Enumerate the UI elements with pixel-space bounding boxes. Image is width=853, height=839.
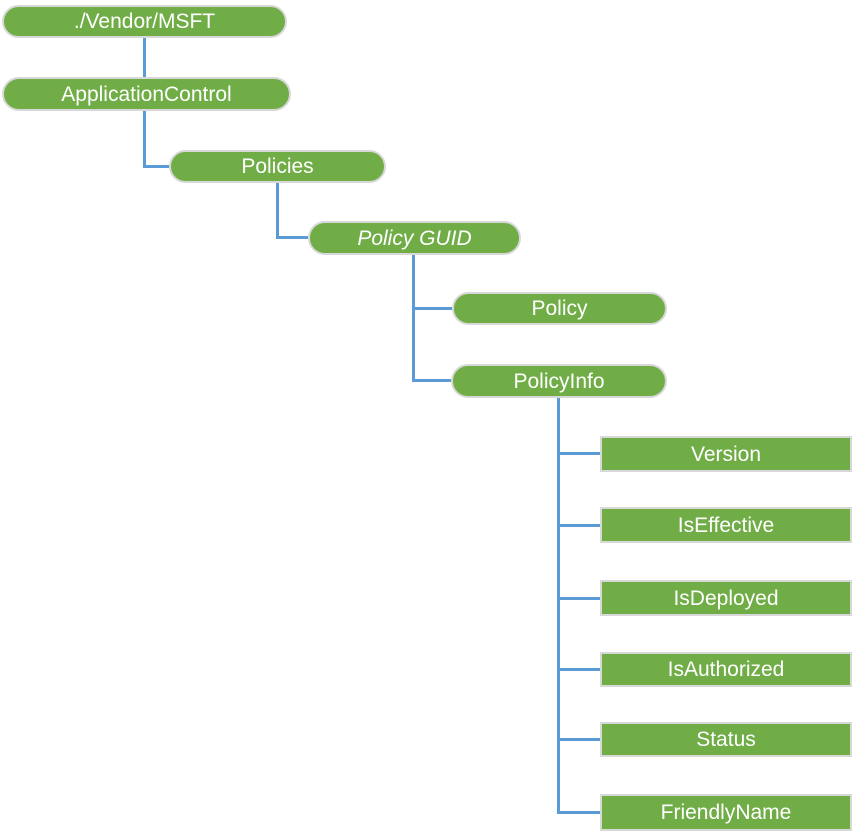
connector-policyinfo-trunk (557, 397, 560, 814)
node-policies: Policies (169, 150, 386, 183)
connector-vendor-to-appcontrol (143, 38, 146, 78)
node-policy-guid: Policy GUID (308, 221, 521, 255)
node-is-effective: IsEffective (600, 507, 852, 543)
connector-policyguid-to-policyinfo (412, 379, 451, 382)
node-status: Status (600, 722, 852, 757)
connector-policyinfo-to-status (557, 738, 600, 741)
connector-policyguid-trunk (412, 255, 415, 382)
node-version: Version (600, 436, 852, 472)
node-friendly-name: FriendlyName (600, 794, 852, 831)
connector-policyinfo-to-iseffective (557, 524, 600, 527)
connector-policies-to-policyguid-h (276, 236, 308, 239)
connector-policies-to-policyguid-v (276, 183, 279, 239)
node-is-authorized: IsAuthorized (600, 652, 852, 687)
connector-appcontrol-to-policies-h (143, 165, 169, 168)
connector-policyinfo-to-isdeployed (557, 597, 600, 600)
connector-policyinfo-to-friendlyname (557, 811, 600, 814)
node-policy-info: PolicyInfo (451, 364, 667, 398)
connector-policyinfo-to-isauthorized (557, 668, 600, 671)
connector-policyinfo-to-version (557, 452, 600, 455)
node-vendor-msft: ./Vendor/MSFT (2, 5, 287, 38)
connector-policyguid-to-policy (412, 307, 452, 310)
connector-appcontrol-to-policies-v (143, 110, 146, 168)
node-is-deployed: IsDeployed (600, 580, 852, 616)
node-policy: Policy (452, 292, 667, 325)
node-application-control: ApplicationControl (2, 77, 291, 111)
